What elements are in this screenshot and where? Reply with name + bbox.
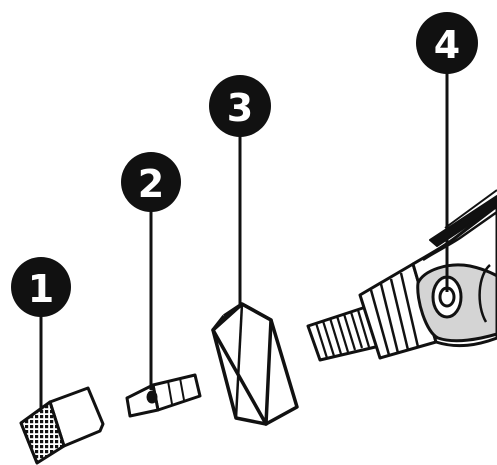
- callout-label-3: 3: [227, 86, 253, 130]
- tool-housing: [308, 190, 497, 360]
- callout-label-4: 4: [434, 23, 460, 67]
- callout-label-2: 2: [138, 162, 164, 206]
- collet-nut: [21, 388, 103, 463]
- callout-2: 2: [121, 152, 181, 390]
- callout-1: 1: [11, 257, 71, 412]
- collet: [127, 375, 200, 416]
- callout-label-1: 1: [28, 267, 54, 311]
- callout-3: 3: [209, 75, 271, 306]
- shaft-lock-cap: [213, 304, 297, 424]
